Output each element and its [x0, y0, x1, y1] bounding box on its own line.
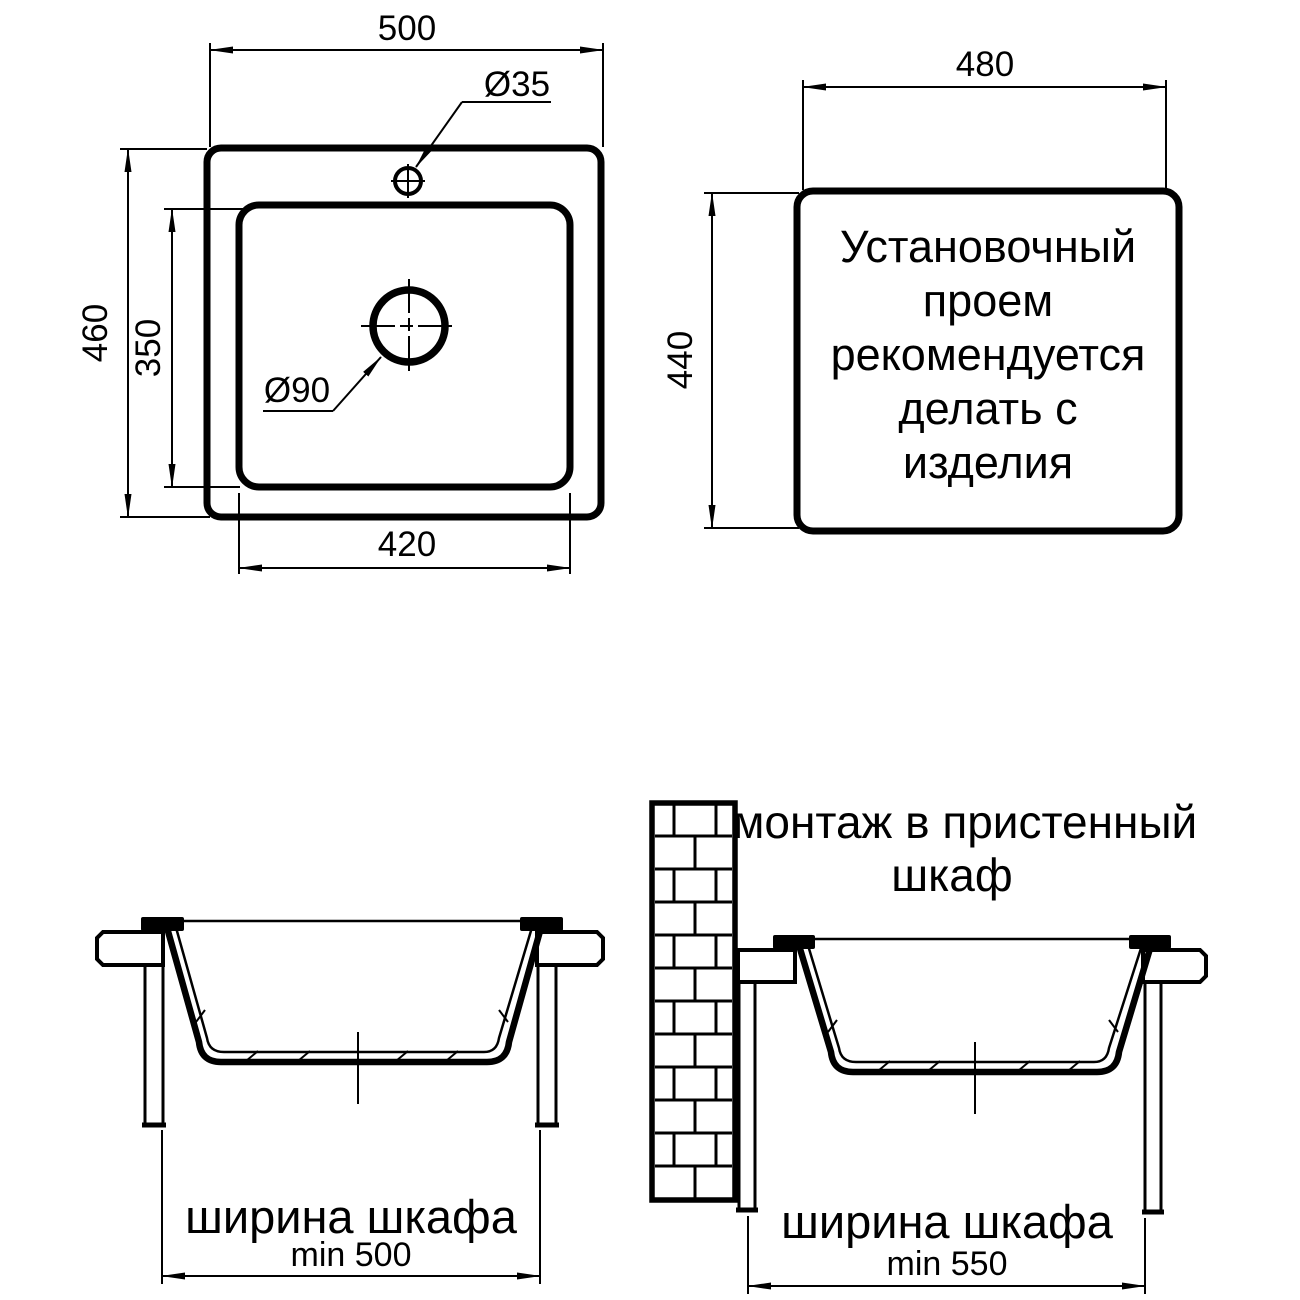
drain-hole-callout: Ø90 [263, 356, 382, 412]
plan-view: 500 460 350 420 Ø35 [76, 9, 605, 574]
sink-section-wall [773, 935, 1171, 1114]
cutout-note: Установочный проем рекомендуется делать … [831, 221, 1146, 488]
countertop-left [95, 930, 165, 967]
dim-420: 420 [238, 493, 571, 574]
sink-rim-clip-left [773, 935, 815, 949]
faucet-hole-callout: Ø35 [415, 65, 551, 168]
note-line-4: делать с [898, 383, 1077, 434]
bowl-shell-hatch [195, 1009, 509, 1062]
dim-350-label: 350 [129, 319, 168, 377]
sink-outer-edge [203, 144, 605, 521]
dim-420-label: 420 [378, 525, 436, 564]
dim-460-label: 460 [76, 304, 115, 362]
sink-bowl-edge [235, 201, 574, 491]
drain-hole-label: Ø90 [264, 371, 330, 410]
dim-500-label: 500 [378, 9, 436, 48]
cabinet-min-label-right: min 550 [887, 1245, 1008, 1283]
countertop-wall-left [736, 948, 797, 984]
bowl-shell-hatch [827, 1019, 1119, 1072]
note-line-2: проем [923, 275, 1053, 326]
sink-section [141, 917, 563, 1104]
brick-wall [649, 800, 738, 1203]
dim-350: 350 [129, 208, 252, 488]
section-view-standard: ширина шкафа min 500 [95, 917, 605, 1284]
dim-cabinet-min550: ширина шкафа min 550 [747, 1195, 1146, 1294]
bowl-inner-wall [173, 923, 535, 1054]
cabinet-width-label-left: ширина шкафа [185, 1190, 518, 1243]
dim-480-label: 480 [956, 45, 1014, 84]
drain-hole [361, 279, 452, 371]
dim-440: 440 [661, 192, 799, 529]
note-line-3: рекомендуется [831, 329, 1146, 380]
dim-440-label: 440 [661, 331, 700, 389]
cabinet-min-label-left: min 500 [291, 1236, 412, 1274]
cabinet-width-label-right: ширина шкафа [781, 1195, 1114, 1248]
section-view-wall: монтаж в пристенный шкаф [649, 796, 1208, 1294]
sink-rim-clip-left [141, 917, 184, 931]
cutout-outline [793, 187, 1183, 535]
section-title-line2: шкаф [891, 849, 1012, 901]
dim-500: 500 [209, 9, 604, 147]
dim-cabinet-min500: ширина шкафа min 500 [161, 1130, 541, 1284]
faucet-hole-label: Ø35 [484, 65, 550, 104]
note-line-1: Установочный [840, 221, 1136, 272]
dim-460: 460 [76, 148, 210, 518]
faucet-hole [391, 164, 425, 198]
bowl-outer-wall [162, 923, 546, 1066]
cutout-view: 480 440 Установочный проем рекомендуется… [661, 45, 1183, 535]
section-title-line1: монтаж в пристенный [733, 796, 1197, 848]
dim-480: 480 [802, 45, 1167, 190]
note-line-5: изделия [903, 437, 1073, 488]
